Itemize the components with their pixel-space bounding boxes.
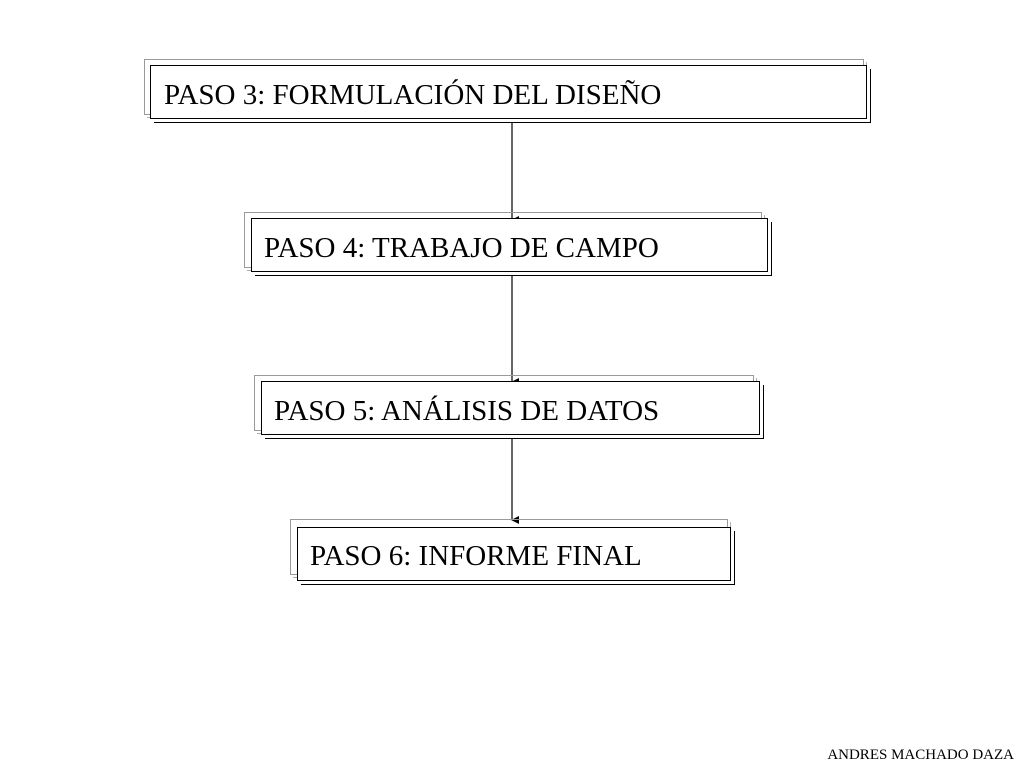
step-label-paso5: PASO 5: ANÁLISIS DE DATOS	[274, 395, 660, 427]
step-label-paso4: PASO 4: TRABAJO DE CAMPO	[264, 232, 659, 264]
step-box-paso4: PASO 4: TRABAJO DE CAMPO	[244, 212, 772, 276]
step-box-paso6: PASO 6: INFORME FINAL	[290, 519, 736, 585]
step-box-paso3: PASO 3: FORMULACIÓN DEL DISEÑO	[144, 59, 872, 123]
author-footer: ANDRES MACHADO DAZA	[827, 747, 1014, 763]
step-label-paso3: PASO 3: FORMULACIÓN DEL DISEÑO	[164, 79, 662, 111]
step-box-paso5: PASO 5: ANÁLISIS DE DATOS	[254, 375, 764, 439]
step-label-paso6: PASO 6: INFORME FINAL	[310, 540, 642, 572]
